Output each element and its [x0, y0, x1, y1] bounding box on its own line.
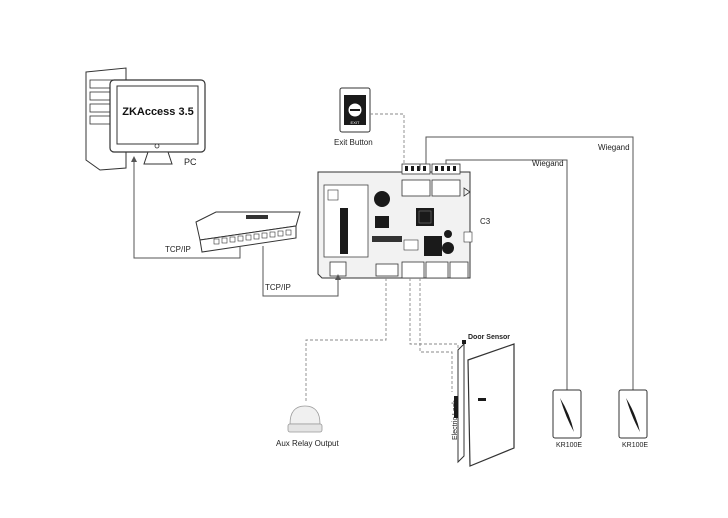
wiegand-label-2: Wiegand: [598, 143, 630, 152]
electric-lock-label: Electric Lock: [452, 400, 459, 440]
board-buzzer: [374, 191, 390, 207]
solid-connections: [133, 136, 634, 392]
pc-screen-title: ZKAccess 3.5: [122, 106, 194, 118]
door-handle: [478, 398, 486, 401]
wiegand-label-1: Wiegand: [532, 159, 564, 168]
controller-label: C3: [480, 217, 491, 226]
dashed-connections: [305, 113, 459, 402]
card-reader-1: [552, 389, 582, 439]
aux-relay-label: Aux Relay Output: [276, 439, 339, 448]
door-sensor-label: Door Sensor: [468, 334, 511, 341]
exit-button-device: EXIT: [339, 87, 371, 133]
top-terminal-blocks: [401, 163, 461, 197]
exit-button-face-text: EXIT: [351, 120, 360, 125]
door-leaf: [467, 343, 515, 467]
network-switch: [195, 211, 301, 253]
board-network-jack: [329, 261, 347, 277]
pc-computer: [85, 67, 206, 171]
pc-label: PC: [184, 157, 197, 167]
aux-relay-beacon: [287, 405, 323, 433]
connection-arrows: [131, 156, 341, 280]
switch-ports: [213, 229, 292, 245]
board-chip: [416, 208, 434, 226]
c3-controller-board: [317, 163, 473, 279]
reader-1-label: KR100E: [556, 442, 583, 449]
exit-button-label: Exit Button: [334, 138, 373, 147]
bottom-terminal-blocks: [375, 261, 469, 279]
tcpip-label-controller: TCP/IP: [265, 283, 291, 292]
door: [454, 340, 515, 467]
card-reader-2: [618, 389, 648, 439]
tcpip-label-pc: TCP/IP: [165, 245, 191, 254]
reader-2-label: KR100E: [622, 442, 649, 449]
